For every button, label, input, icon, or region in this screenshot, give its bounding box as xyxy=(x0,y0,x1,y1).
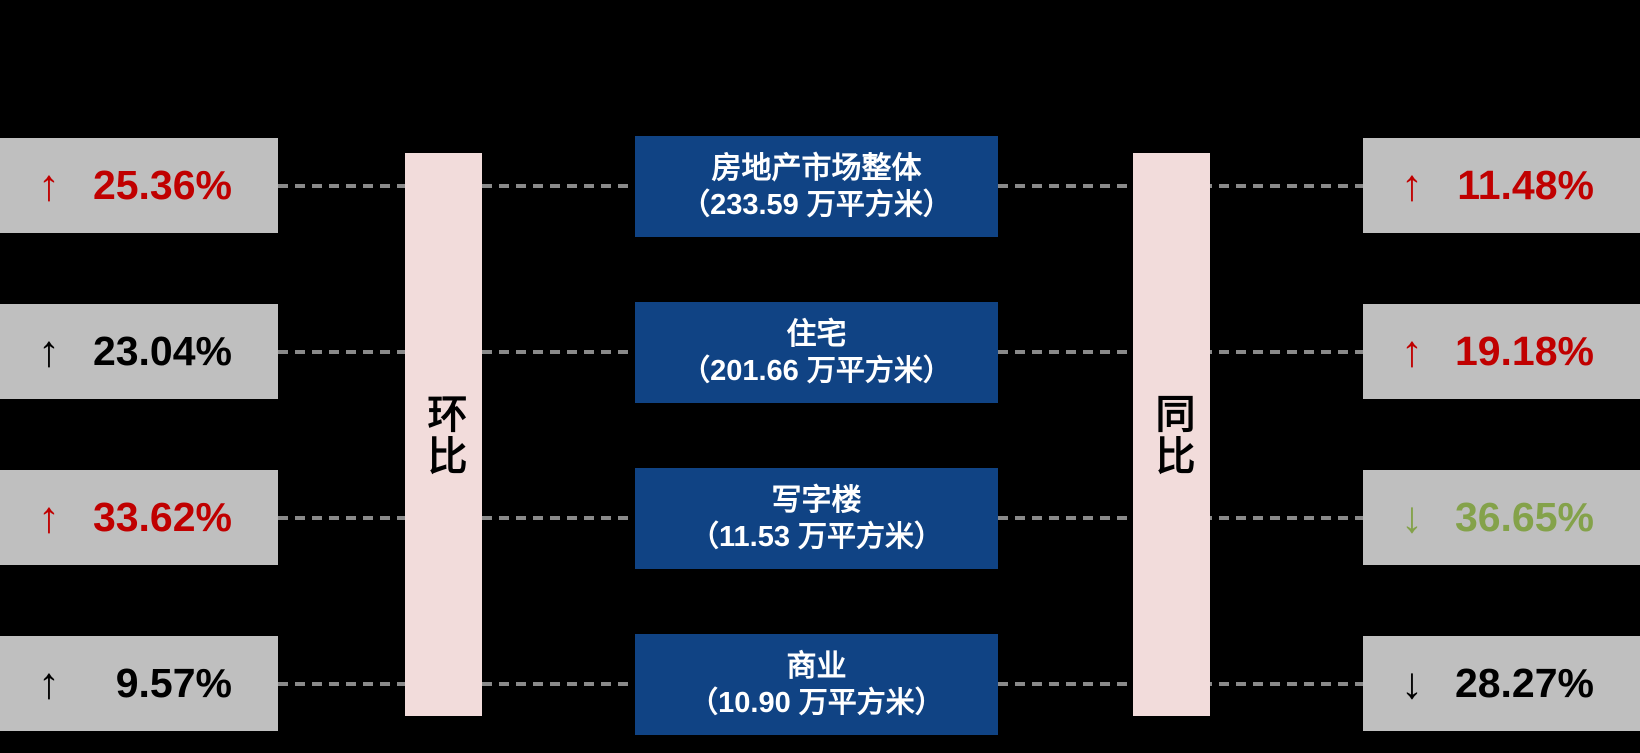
yoy-value: 36.65% xyxy=(1454,494,1594,540)
category-area: （233.59 万平方米） xyxy=(681,189,952,222)
mom-change-box-row4: ↑ 9.57% xyxy=(0,636,278,731)
mom-value: 33.62% xyxy=(92,494,232,540)
mom-label-bar: 环比 xyxy=(405,153,482,716)
category-area: （201.66 万平方米） xyxy=(681,355,952,388)
up-arrow-icon: ↑ xyxy=(1401,326,1423,376)
yoy-value: 11.48% xyxy=(1457,162,1594,208)
category-box-row3: 写字楼 （11.53 万平方米） xyxy=(635,468,998,569)
mom-change-box-row2: ↑ 23.04% xyxy=(0,304,278,399)
yoy-change-box-row3: ↓ 36.65% xyxy=(1363,470,1640,565)
category-name: 房地产市场整体 xyxy=(711,151,922,185)
yoy-value: 28.27% xyxy=(1454,660,1594,706)
mom-value: 25.36% xyxy=(92,162,232,208)
up-arrow-icon: ↑ xyxy=(38,326,60,376)
category-box-row1: 房地产市场整体 （233.59 万平方米） xyxy=(635,136,998,237)
category-name: 商业 xyxy=(786,649,847,683)
category-name: 住宅 xyxy=(786,317,847,351)
category-name: 写字楼 xyxy=(771,483,862,517)
category-box-row4: 商业 （10.90 万平方米） xyxy=(635,634,998,735)
up-arrow-icon: ↑ xyxy=(38,658,60,708)
yoy-change-box-row4: ↓ 28.27% xyxy=(1363,636,1640,731)
down-arrow-icon: ↓ xyxy=(1401,658,1423,708)
category-area: （10.90 万平方米） xyxy=(689,687,944,720)
up-arrow-icon: ↑ xyxy=(1401,160,1423,210)
up-arrow-icon: ↑ xyxy=(38,492,60,542)
yoy-change-box-row1: ↑ 11.48% xyxy=(1363,138,1640,233)
category-box-row2: 住宅 （201.66 万平方米） xyxy=(635,302,998,403)
yoy-change-box-row2: ↑ 19.18% xyxy=(1363,304,1640,399)
yoy-value: 19.18% xyxy=(1454,328,1594,374)
mom-value: 23.04% xyxy=(92,328,232,374)
mom-change-box-row3: ↑ 33.62% xyxy=(0,470,278,565)
down-arrow-icon: ↓ xyxy=(1401,492,1423,542)
up-arrow-icon: ↑ xyxy=(38,160,60,210)
yoy-label: 同比 xyxy=(1149,392,1194,477)
mom-change-box-row1: ↑ 25.36% xyxy=(0,138,278,233)
category-area: （11.53 万平方米） xyxy=(689,521,944,554)
mom-value: 9.57% xyxy=(115,660,232,706)
yoy-label-bar: 同比 xyxy=(1133,153,1210,716)
mom-label: 环比 xyxy=(421,392,466,477)
